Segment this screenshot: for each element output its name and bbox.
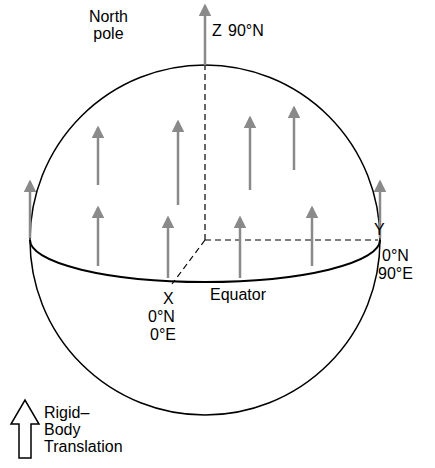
coordinate-label: 0°N <box>148 308 175 325</box>
legend-text: Rigid–Body Translation <box>44 404 123 455</box>
axes <box>172 66 378 284</box>
translation-arrows <box>30 6 380 278</box>
hollow-arrow-symbol <box>11 400 39 458</box>
equator-label: Equator <box>210 286 266 303</box>
axis-label: X <box>163 290 174 307</box>
axis-label: Z <box>212 22 222 39</box>
pole-label: North pole <box>89 8 128 42</box>
sphere-outline <box>30 65 380 415</box>
coordinate-label: 90°N <box>228 22 264 39</box>
axis-label: Y <box>374 221 385 238</box>
coordinate-label: 90°E <box>378 265 413 282</box>
equator-line <box>30 240 380 282</box>
coordinate-label: 0°N <box>382 247 409 264</box>
coordinate-label: 0°E <box>150 326 176 343</box>
